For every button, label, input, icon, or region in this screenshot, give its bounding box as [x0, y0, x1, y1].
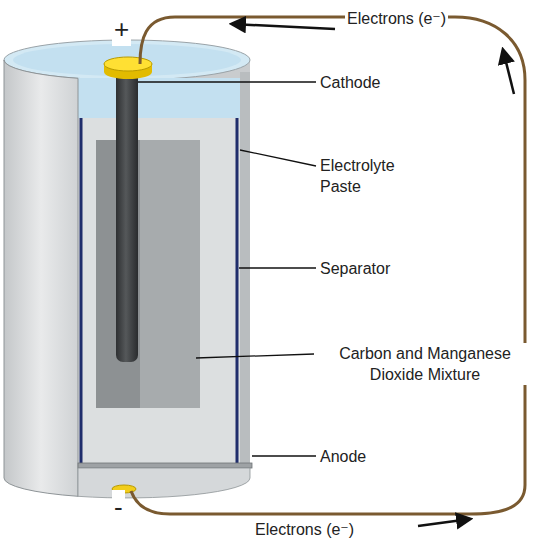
cut-face-top	[78, 78, 240, 118]
part-label: Cathode	[318, 72, 383, 93]
polarity-sign: -	[112, 490, 125, 524]
bottom	[78, 468, 250, 498]
leader-line	[240, 150, 316, 166]
carbon-rod	[116, 68, 138, 362]
separator	[80, 118, 83, 465]
electrolyte-paste	[78, 118, 240, 465]
flow-arrow	[503, 50, 514, 94]
leader-line	[196, 354, 314, 358]
electrolyte-top	[13, 44, 241, 76]
positive-cap-top	[104, 57, 152, 71]
shell-wall	[240, 72, 250, 478]
leader-line	[239, 267, 316, 268]
mixture-cut	[140, 140, 200, 408]
part-label: Electrolyte Paste	[318, 155, 426, 197]
flow-arrow	[232, 24, 335, 29]
outer-shell	[4, 60, 78, 496]
mixture	[96, 140, 200, 408]
flow-label: Electrons (e⁻)	[253, 519, 356, 540]
part-label: Anode	[318, 446, 368, 467]
wire	[131, 17, 525, 514]
anode-plate	[78, 463, 252, 468]
leader-line	[138, 81, 316, 82]
leader-line	[252, 455, 316, 456]
leader-lines	[138, 82, 316, 456]
inner-shell	[78, 60, 250, 478]
flow-arrow	[418, 519, 470, 526]
part-label: Carbon and Manganese Dioxide Mixture	[316, 343, 534, 385]
separator	[236, 118, 239, 465]
polarity-sign: +	[112, 12, 131, 46]
part-label: Separator	[318, 258, 392, 279]
flow-label: Electrons (e⁻)	[345, 8, 448, 29]
